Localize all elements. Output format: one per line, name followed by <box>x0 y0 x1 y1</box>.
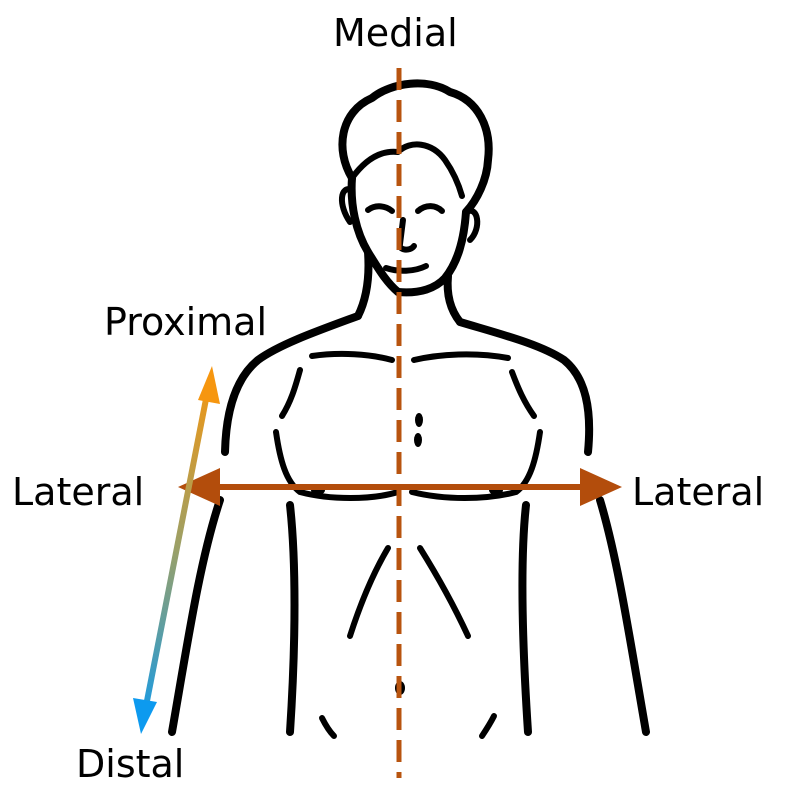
collarbone-left <box>312 354 392 360</box>
hair-fringe <box>352 144 462 196</box>
lateral-right-label: Lateral <box>632 473 764 511</box>
eye-left <box>368 206 392 211</box>
mouth <box>386 266 426 271</box>
lateral-left-label: Lateral <box>12 473 144 511</box>
rib-line-left <box>350 548 388 636</box>
neck-left <box>358 252 369 316</box>
abdomen-right-fold <box>482 716 494 736</box>
anatomical-details <box>311 413 503 695</box>
sternum-mark-upper <box>415 413 423 427</box>
sternum-mark-lower <box>414 433 422 447</box>
proximal-arrowhead <box>198 366 220 404</box>
proximal-distal-arrow-shaft <box>146 394 207 706</box>
distal-label: Distal <box>76 745 184 783</box>
face-left-contour <box>352 178 398 292</box>
distal-arrowhead <box>133 698 157 734</box>
deltoid-right <box>512 372 534 416</box>
body-outline <box>172 83 646 736</box>
medial-label: Medial <box>333 14 458 52</box>
deltoid-left <box>282 370 300 416</box>
proximal-label: Proximal <box>104 303 267 341</box>
neck-right <box>448 276 460 322</box>
hair-outline <box>342 83 488 212</box>
nose <box>400 220 414 250</box>
torso-right-side <box>522 505 528 732</box>
torso-left-side <box>290 505 295 732</box>
shoulder-right <box>460 322 589 452</box>
collarbone-right <box>414 354 508 360</box>
abdomen-left-fold <box>322 718 334 736</box>
eye-right <box>418 206 442 211</box>
rib-line-right <box>420 548 468 636</box>
arm-right-outer <box>600 500 646 732</box>
